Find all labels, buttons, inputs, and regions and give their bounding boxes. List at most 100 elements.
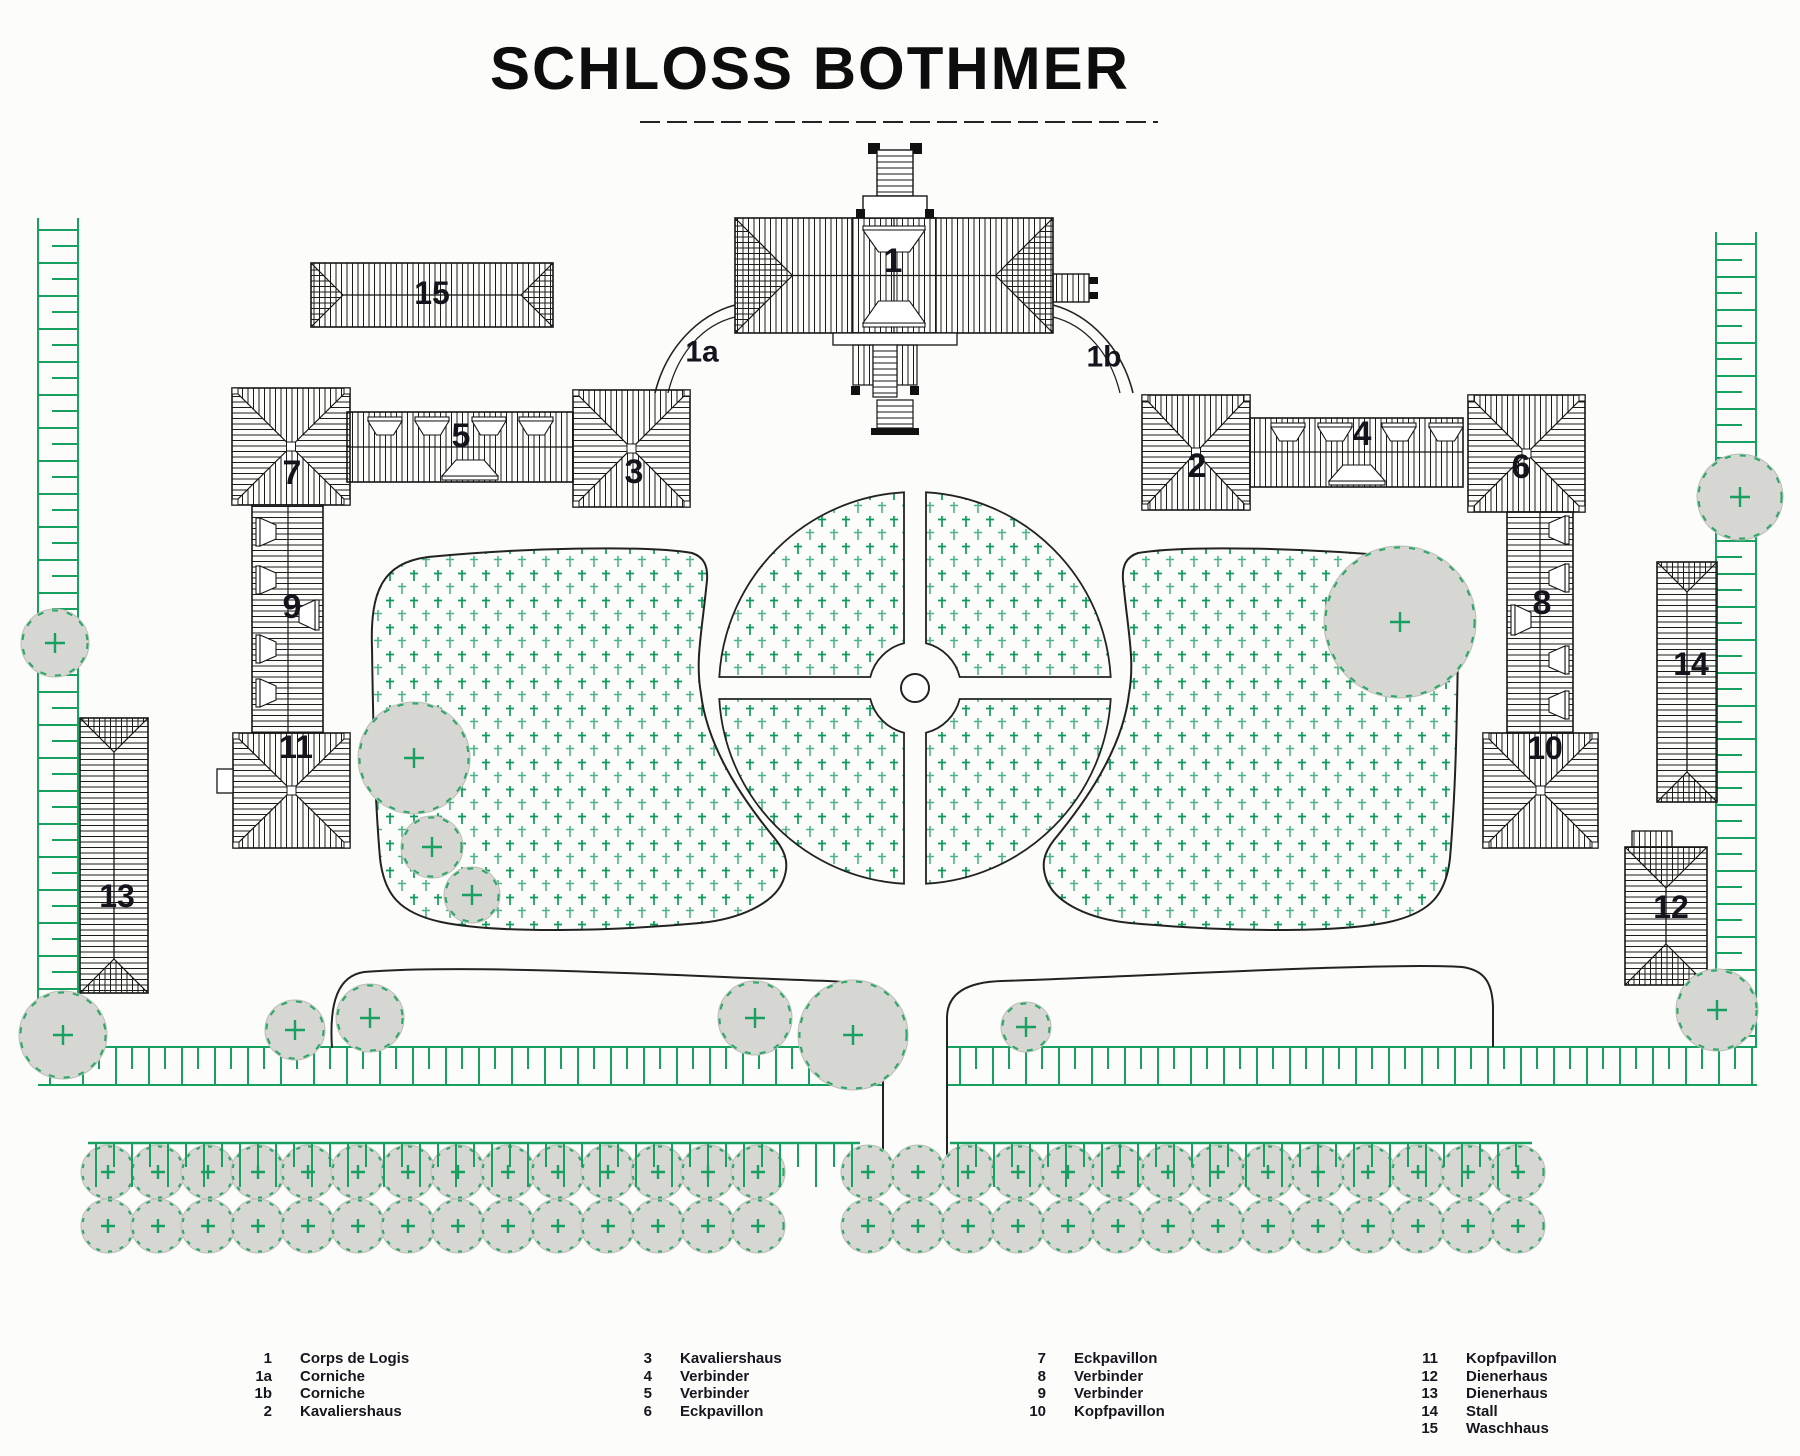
tree <box>530 1144 586 1200</box>
building-label-7: 7 <box>283 454 302 492</box>
corniche-arcs <box>654 304 1134 394</box>
tree <box>630 1198 686 1254</box>
tree <box>480 1198 536 1254</box>
tree <box>840 1198 896 1254</box>
tree <box>630 1144 686 1200</box>
building-label-1a: 1a <box>685 336 719 369</box>
tree <box>940 1144 996 1200</box>
tree <box>1696 453 1784 541</box>
tree <box>1340 1198 1396 1254</box>
building-7 <box>231 387 351 506</box>
tree <box>1040 1144 1096 1200</box>
parterre-quadrant <box>925 698 1112 885</box>
tree <box>443 866 501 924</box>
tree <box>80 1144 136 1200</box>
page-title: SCHLOSS BOTHMER <box>489 35 1131 102</box>
building-2 <box>1141 394 1251 511</box>
hedge-ruler <box>948 1046 1757 1086</box>
tree <box>680 1198 736 1254</box>
buildings-layer <box>79 143 1718 994</box>
building-label-4: 4 <box>1353 415 1372 453</box>
tree <box>990 1144 1046 1200</box>
tree <box>1323 545 1477 699</box>
building-label-1: 1 <box>884 242 903 280</box>
building-label-12: 12 <box>1653 889 1689 925</box>
tree <box>230 1198 286 1254</box>
tree <box>1000 1001 1052 1053</box>
building-label-5: 5 <box>452 417 471 455</box>
tree <box>797 979 909 1091</box>
tree <box>400 815 464 879</box>
building-label-10: 10 <box>1527 730 1563 766</box>
tree <box>1090 1198 1146 1254</box>
allee-hedge-line <box>88 1141 860 1187</box>
building-label-15: 15 <box>414 275 450 311</box>
allee-hedge-line <box>950 1141 1532 1187</box>
trees-layer <box>18 453 1784 1091</box>
tree <box>430 1198 486 1254</box>
garden-stairs-north <box>856 143 934 219</box>
tree <box>717 980 793 1056</box>
tree <box>280 1144 336 1200</box>
tree <box>1090 1144 1146 1200</box>
parterre-quadrant <box>925 491 1112 678</box>
tree <box>130 1144 186 1200</box>
tree <box>180 1198 236 1254</box>
building-label-6: 6 <box>1512 448 1531 486</box>
building-label-11: 11 <box>279 729 313 765</box>
tree <box>1340 1144 1396 1200</box>
parterre-left <box>370 547 788 932</box>
tree <box>1040 1198 1096 1254</box>
tree <box>1675 968 1759 1052</box>
tree <box>330 1198 386 1254</box>
tree <box>20 608 90 678</box>
tree <box>130 1198 186 1254</box>
tree <box>890 1198 946 1254</box>
tree <box>1490 1198 1546 1254</box>
tree <box>1190 1198 1246 1254</box>
building-14 <box>1656 561 1718 803</box>
tree <box>1290 1198 1346 1254</box>
tree <box>1240 1198 1296 1254</box>
building-12 <box>1624 830 1708 986</box>
building-1 <box>734 217 1098 334</box>
fountain <box>900 673 930 703</box>
building-15 <box>310 262 554 328</box>
building-label-8: 8 <box>1533 584 1552 622</box>
tree <box>890 1144 946 1200</box>
building-label-9: 9 <box>283 588 302 626</box>
building-3 <box>572 389 691 508</box>
building-label-2: 2 <box>1188 447 1207 485</box>
tree <box>1140 1144 1196 1200</box>
tree <box>1440 1198 1496 1254</box>
tree <box>530 1198 586 1254</box>
hedge-ruler <box>1715 232 1757 1047</box>
tree-allee-layer <box>80 1141 1546 1254</box>
garden-stairs-south <box>832 332 958 435</box>
tree <box>480 1144 536 1200</box>
tree <box>1390 1198 1446 1254</box>
tree <box>990 1198 1046 1254</box>
building-5 <box>346 411 574 483</box>
tree <box>357 701 471 815</box>
building-6 <box>1467 394 1586 513</box>
building-label-14: 14 <box>1673 646 1709 682</box>
tree <box>1190 1144 1246 1200</box>
building-11 <box>232 732 351 849</box>
building-13 <box>79 717 149 994</box>
tree <box>380 1198 436 1254</box>
tree <box>330 1144 386 1200</box>
lawn-edge-right <box>946 965 1494 1188</box>
tree <box>264 999 326 1061</box>
tree <box>730 1144 786 1200</box>
tree <box>940 1198 996 1254</box>
tree <box>1440 1144 1496 1200</box>
building-label-13: 13 <box>99 878 135 914</box>
tree <box>1490 1144 1546 1200</box>
parterre-quadrant <box>718 491 905 678</box>
building-10 <box>1482 732 1599 849</box>
tree <box>18 990 108 1080</box>
tree <box>335 983 405 1053</box>
